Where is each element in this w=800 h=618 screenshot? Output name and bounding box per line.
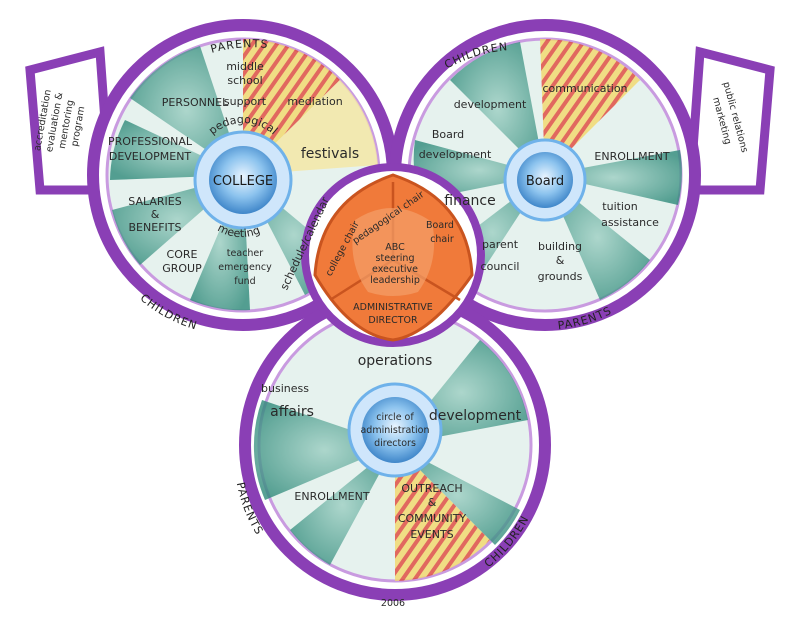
admin-operations: operations [358, 353, 433, 369]
svg-text:fund: fund [234, 276, 255, 287]
svg-text:assistance: assistance [601, 216, 659, 229]
svg-text:OUTREACH: OUTREACH [401, 482, 462, 495]
admin-enrollment: ENROLLMENT [294, 490, 369, 503]
right-tab [690, 52, 770, 190]
svg-text:development: development [419, 148, 492, 161]
svg-text:school: school [227, 74, 262, 87]
college-hub-label: COLLEGE [213, 174, 273, 189]
board-development: development [454, 98, 527, 111]
svg-text:tuition: tuition [602, 200, 637, 213]
svg-text:support: support [224, 95, 267, 108]
svg-text:SALARIES: SALARIES [128, 195, 181, 208]
svg-text:COMMUNITY: COMMUNITY [398, 512, 467, 525]
svg-text:teacher: teacher [227, 248, 263, 259]
college-mediation: mediation [287, 95, 342, 108]
svg-text:&: & [151, 208, 160, 221]
svg-text:&: & [556, 254, 565, 267]
svg-text:GROUP: GROUP [162, 262, 202, 275]
svg-text:leadership: leadership [370, 275, 420, 286]
board-communication: communication [542, 82, 627, 95]
svg-text:affairs: affairs [270, 404, 314, 420]
svg-text:PROFESSIONAL: PROFESSIONAL [108, 135, 193, 148]
svg-text:ADMINISTRATIVE: ADMINISTRATIVE [353, 302, 433, 313]
svg-text:administration: administration [360, 425, 429, 436]
admin-development: development [429, 408, 522, 424]
board-hub-label: Board [526, 174, 564, 189]
svg-text:DIRECTOR: DIRECTOR [368, 315, 418, 326]
svg-text:&: & [428, 496, 437, 509]
svg-text:chair: chair [430, 234, 454, 245]
svg-text:business: business [261, 382, 309, 395]
svg-text:DEVELOPMENT: DEVELOPMENT [109, 150, 192, 163]
board-finance: finance [444, 193, 495, 209]
year-label: 2006 [381, 598, 405, 609]
svg-text:Board: Board [432, 128, 464, 141]
college-core-group: CORE GROUP [162, 248, 202, 275]
svg-text:circle of: circle of [376, 412, 414, 423]
svg-text:directors: directors [374, 438, 416, 449]
svg-text:middle: middle [226, 60, 264, 73]
svg-text:parent: parent [482, 238, 519, 251]
college-personnel: PERSONNEL [162, 96, 229, 109]
college-middle-school: middle school support [224, 60, 267, 108]
svg-text:executive: executive [372, 264, 418, 275]
svg-text:council: council [481, 260, 520, 273]
college-festivals: festivals [301, 146, 359, 162]
svg-text:steering: steering [376, 253, 415, 264]
svg-text:BENEFITS: BENEFITS [129, 221, 182, 234]
svg-text:ABC: ABC [385, 242, 405, 253]
svg-text:CORE: CORE [167, 248, 198, 261]
svg-text:building: building [538, 240, 582, 253]
board-enrollment: ENROLLMENT [594, 150, 669, 163]
svg-text:EVENTS: EVENTS [410, 528, 453, 541]
svg-text:Board: Board [426, 220, 454, 231]
svg-text:grounds: grounds [538, 270, 583, 283]
svg-text:emergency: emergency [218, 262, 272, 273]
